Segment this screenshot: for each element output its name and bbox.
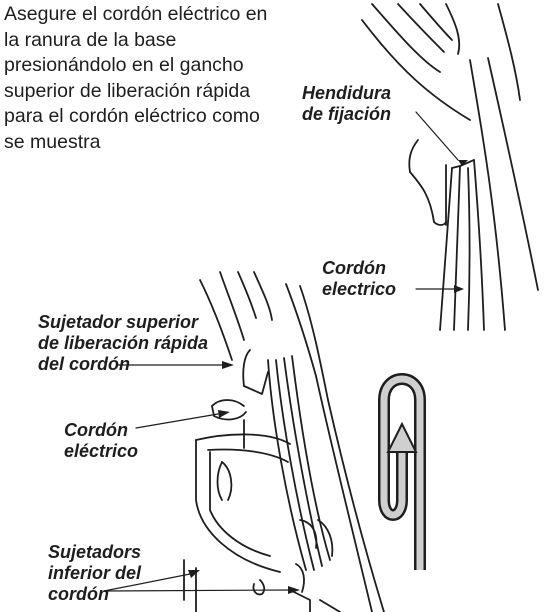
callout-sujetadors-inferior-line-2: inferior del [48,563,142,583]
vacuum-body [183,271,385,612]
callout-hendidura-line-2: de fijación [302,104,392,124]
callout-sujetador-superior-line-1: Sujetador superior [38,312,199,332]
callout-sujetador-superior-line-3: del cordón [38,354,131,374]
callout-cordon-top-line-1: Cordón [322,258,386,278]
callout-hendidura: Hendidura de fijación [302,83,391,125]
callout-cordon-mid: Cordón eléctrico [64,420,138,462]
callout-cordon-top: Cordón electrico [322,258,396,300]
callout-hendidura-line-1: Hendidura [302,83,392,103]
instruction-text: Asegure el cordón eléctrico en la ranura… [4,3,268,153]
callout-sujetador-superior: Sujetador superior de liberación rápida … [38,312,208,375]
callout-sujetadors-inferior: Sujetadors inferior del cordón [48,542,141,605]
callout-cordon-mid-line-1: Cordón [64,420,128,440]
cord-routing-arrow-icon [378,373,426,570]
callout-sujetadors-inferior-line-3: cordón [48,584,109,604]
callout-sujetadors-inferior-line-1: Sujetadors [48,542,142,562]
callout-lines [103,160,468,594]
callout-sujetador-superior-line-2: de liberación rápida [38,333,209,353]
hook-detail-inset [361,3,539,331]
callout-cordon-mid-line-2: eléctrico [64,441,139,461]
callout-cordon-top-line-2: electrico [322,279,397,299]
